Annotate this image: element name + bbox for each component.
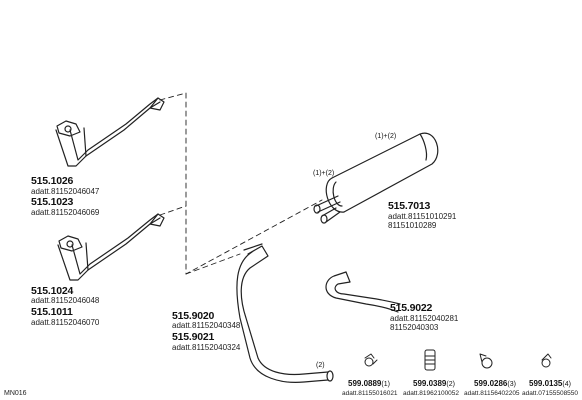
- clamp-icon-599-0286: [479, 353, 493, 369]
- front-pipe-lower: [57, 213, 165, 281]
- rear-pipe: [236, 243, 334, 383]
- part-ref2-515-7013: 81151010289: [388, 221, 437, 230]
- part-ref-515-1023: adatt.81152046069: [31, 208, 100, 217]
- note-muffler-top: (1)+(2): [375, 133, 397, 140]
- note-pipe-end: (2): [316, 362, 325, 369]
- small-part-ref-599-0135: adatt.07155508550: [522, 390, 579, 397]
- dashed-guide-lines: [159, 92, 323, 275]
- rubber-mount-icon-599-0389: [424, 349, 436, 371]
- small-part-code-599-0889: 599.0889(1): [348, 379, 390, 389]
- clamp-icon-599-0889: [364, 353, 378, 367]
- part-code-515-1011: 515.1011: [31, 306, 73, 318]
- part-code-515-9021: 515.9021: [172, 331, 215, 343]
- tail-pipe: [325, 271, 401, 313]
- part-ref-515-9021: adatt.81152040324: [172, 343, 241, 352]
- front-pipe-upper: [55, 97, 165, 167]
- part-ref-515-1026: adatt.81152046047: [31, 187, 100, 196]
- diagram-code: MN016: [4, 390, 27, 397]
- small-part-ref-599-0889: adatt.81155016021: [342, 390, 398, 397]
- clamp-icon-599-0135: [541, 353, 552, 368]
- small-part-code-599-0286: 599.0286(3): [474, 379, 516, 389]
- muffler: [313, 132, 439, 224]
- note-muffler-side: (1)+(2): [313, 170, 335, 177]
- part-ref-515-1024: adatt.81152046048: [31, 296, 100, 305]
- part-ref-515-7013: adatt.81151010291: [388, 212, 457, 221]
- part-code-515-1023: 515.1023: [31, 196, 74, 208]
- part-ref-515-1011: adatt.81152046070: [31, 318, 100, 327]
- part-ref2-515-9022: 81152040303: [390, 323, 439, 332]
- small-part-code-599-0389: 599.0389(2): [413, 379, 455, 389]
- part-code-515-9022: 515.9022: [390, 302, 433, 314]
- part-ref-515-9022: adatt.81152040281: [390, 314, 459, 323]
- small-part-code-599-0135: 599.0135(4): [529, 379, 571, 389]
- part-ref-515-9020: adatt.81152040348: [172, 321, 241, 330]
- part-code-515-1026: 515.1026: [31, 175, 74, 187]
- part-code-515-1024: 515.1024: [31, 285, 74, 297]
- small-part-ref-599-0389: adatt.81962100052: [403, 390, 460, 397]
- part-code-515-7013: 515.7013: [388, 200, 431, 212]
- part-code-515-9020: 515.9020: [172, 310, 215, 322]
- small-part-ref-599-0286: adatt.81156402205: [464, 390, 520, 397]
